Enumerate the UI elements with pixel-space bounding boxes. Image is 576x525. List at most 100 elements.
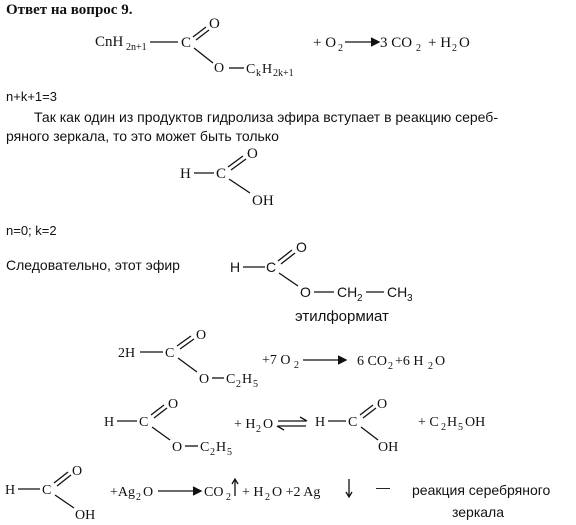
eq1-alkyl-c: C: [246, 62, 255, 77]
eq1-co2: 3 CO: [380, 35, 412, 51]
eq4-oh: OH: [75, 508, 95, 523]
eq3-acid-h: H: [315, 415, 325, 430]
eq3-h2o-o: O: [263, 417, 273, 432]
eq4-co2-sub: 2: [226, 492, 231, 503]
eq2-o-ether: O: [199, 372, 209, 387]
eq2-product: 6 CO: [357, 354, 387, 369]
eq2-ethyl-h: H: [242, 372, 252, 387]
eq3-arrow-back-head: [276, 425, 285, 431]
eq4-o: O: [72, 464, 82, 479]
eq1-h2o-o: O: [459, 35, 470, 51]
eq2-co2-sub: 2: [388, 361, 393, 372]
eq3-eth-h: H: [447, 415, 457, 430]
eq4-h2o-sub: 2: [265, 492, 270, 503]
eq1-plus-o2: + O: [313, 35, 336, 51]
ester-dbl-a: [277, 249, 293, 262]
acid-o: O: [247, 146, 258, 162]
eq4-bond-oh: [54, 494, 75, 509]
result-text: n=0; k=2: [6, 223, 57, 238]
eq1-oxygen-ether: O: [214, 61, 224, 76]
eq2-h2o-sub: 2: [428, 361, 433, 372]
eq3-plus-h2o: + H: [234, 417, 256, 432]
acid-oh: OH: [252, 193, 274, 209]
eq4-gas-arrow-head: [231, 477, 239, 485]
eq3-h2o-sub: 2: [256, 424, 261, 435]
eq1-double-bond-a: [192, 26, 207, 38]
eq4-dbl-b: [56, 474, 72, 487]
acid-bond-oh: [228, 178, 251, 194]
ester-h: H: [230, 259, 240, 275]
eq3-acid-oh: OH: [378, 440, 398, 455]
eq3-ethyl-c: C: [200, 440, 209, 455]
eq4-ag2o-sub: 2: [136, 492, 141, 503]
eq3-acid-bond-oh: [360, 426, 379, 441]
eq3-o-ether: O: [172, 440, 182, 455]
eq4-h2o-o: O +2 Ag: [272, 485, 320, 500]
eq2-ethyl-sub1: 2: [236, 379, 241, 390]
eq2-plus-h2o: +6 H: [395, 354, 424, 369]
eq3-acid-c: C: [348, 415, 357, 430]
eq4-h: H: [5, 483, 15, 498]
eq2-ethyl-c: C: [226, 372, 235, 387]
eq2-c: C: [165, 346, 174, 361]
eq4-ag2o-o: O: [143, 485, 153, 500]
eq3-ethyl-sub1: 2: [210, 447, 215, 458]
eq3-acid-dbl-a: [359, 404, 374, 416]
eq2-plus-o2: +7 O: [262, 353, 291, 368]
eq1-h2o-sub: 2: [452, 43, 457, 54]
eq4-plus-h2o: + H: [242, 485, 264, 500]
acid-dbl-a: [227, 155, 244, 168]
eq1-plus-h2o: + H: [428, 35, 451, 51]
acid-h: H: [180, 166, 191, 182]
eq2-o2-sub: 2: [294, 360, 299, 371]
eq4-dbl-a: [53, 471, 69, 484]
eq1-reactant-prefix: CnH: [95, 34, 124, 50]
eq1-alkyl-sub2: 2k+1: [273, 68, 294, 79]
eq1-alkyl-sub1: k: [256, 68, 261, 79]
ester-o-ether: O: [300, 284, 311, 300]
eq3-c: C: [139, 415, 148, 430]
eq1-co2-sub: 2: [416, 43, 421, 54]
eq3-o-dbl: O: [168, 397, 178, 412]
eq1-arrow-head: [370, 37, 381, 47]
ester-o-dbl: O: [296, 239, 307, 255]
ester-name: этилформиат: [295, 308, 389, 325]
eq3-arrow-forward-head: [299, 416, 308, 422]
eq3-bond-o: [151, 426, 171, 441]
eq2-bond-o: [177, 357, 198, 373]
eq2-ethyl-sub2: 5: [253, 379, 258, 390]
ester-ch2: CH: [337, 284, 357, 300]
eq3-plus-ethanol: + C: [418, 415, 439, 430]
eq4-label-line1: реакция серебряного: [412, 482, 551, 498]
eq4-precipitate-arrow-head: [345, 491, 353, 499]
eq3-dbl-a: [150, 404, 165, 416]
eq2-dbl-b: [179, 338, 195, 350]
ester-c: C: [266, 259, 276, 275]
eq3-ethyl-h: H: [216, 440, 226, 455]
relation-text: n+k+1=3: [6, 89, 57, 104]
eq4-dash: —: [376, 479, 390, 495]
eq4-plus-ag2o: +Ag: [110, 485, 135, 500]
eq1-carbon: C: [181, 35, 191, 51]
eq1-ether-bond: [193, 47, 214, 64]
acid-c: C: [216, 166, 226, 182]
eq3-acid-dbl-b: [362, 407, 377, 419]
eq2-coef: 2H: [118, 346, 135, 361]
ester-ch3: CH: [387, 284, 407, 300]
eq2-h2o-o: O: [435, 354, 445, 369]
paragraph-line-2: ряного зеркала, то это может быть только: [6, 128, 279, 144]
eq3-h: H: [104, 415, 114, 430]
eq1-reactant-sub1: 2n+1: [126, 42, 147, 53]
acid-dbl-b: [230, 158, 247, 171]
eq4-label-line2: зеркала: [452, 504, 505, 520]
eq1-alkyl-h: H: [262, 62, 272, 77]
eq4-arrow-head: [192, 486, 203, 496]
ester-bond-o: [278, 272, 299, 287]
eq3-ethyl-sub2: 5: [227, 447, 232, 458]
eq3-dbl-b: [153, 407, 168, 419]
